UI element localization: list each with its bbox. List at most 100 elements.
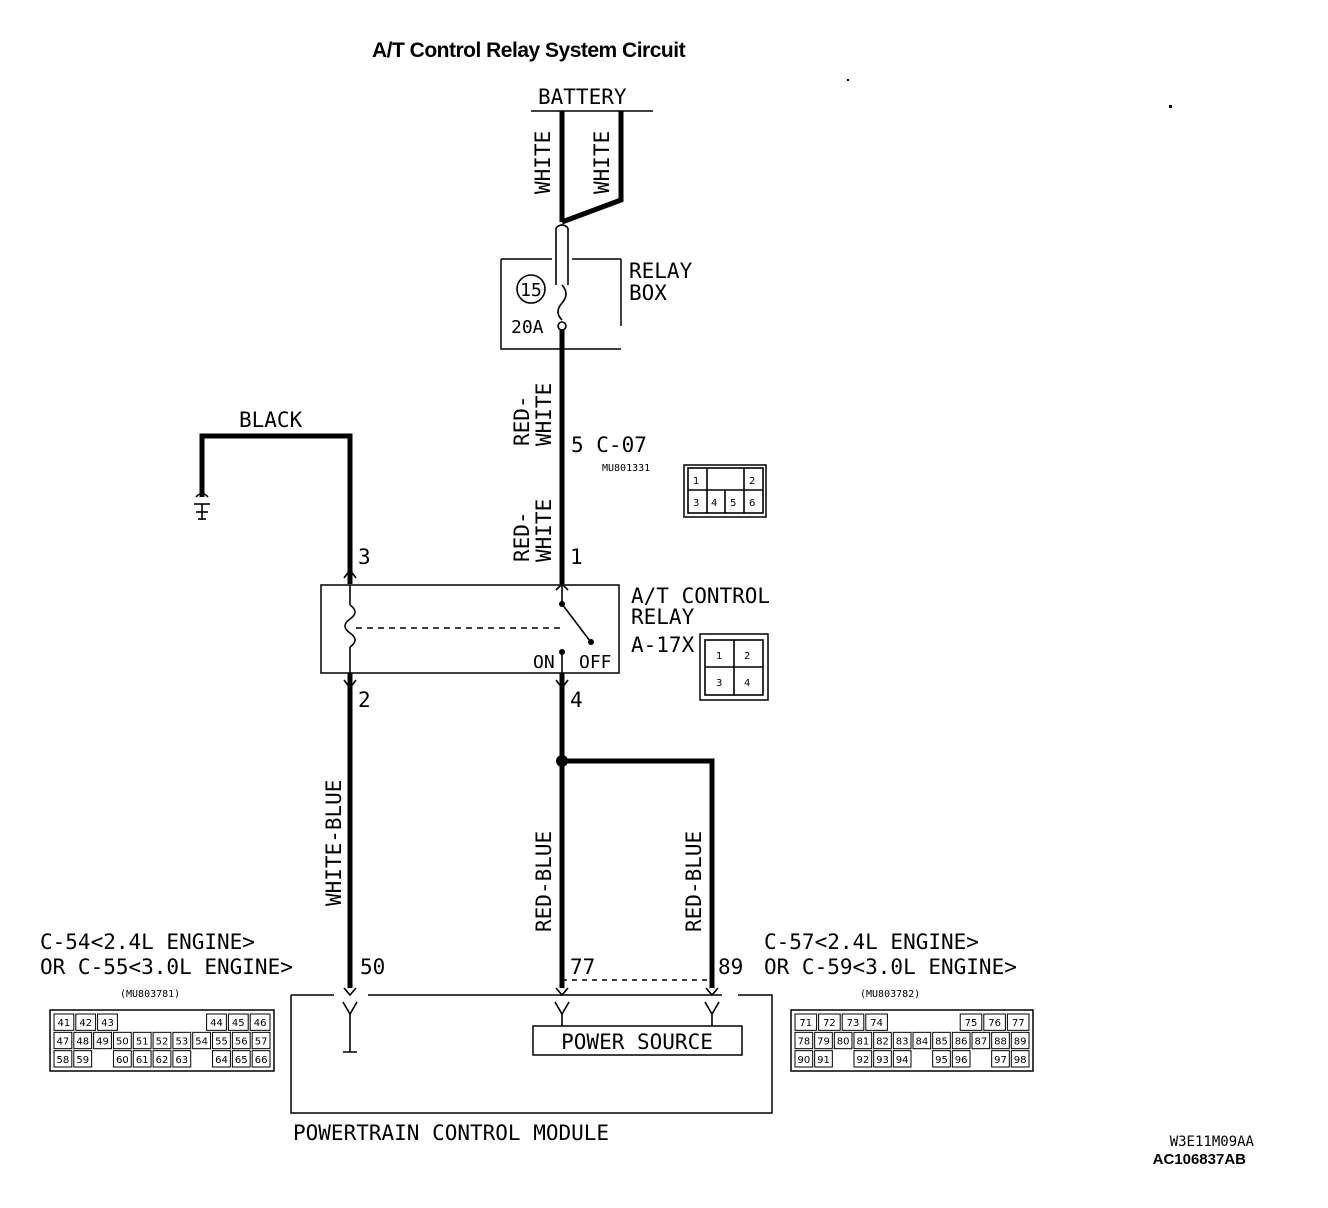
left-connector-pin-cell bbox=[212, 1031, 231, 1050]
power-source-box bbox=[532, 1025, 743, 1056]
battery-label: BATTERY bbox=[538, 85, 627, 109]
pcm-pin-77: 77 bbox=[570, 955, 595, 979]
right-connector-pin-cell bbox=[983, 1013, 1006, 1031]
white-wire-right-label: WHITE bbox=[590, 131, 614, 194]
right-connector-pin-cell bbox=[873, 1050, 892, 1068]
red-blue-left-label: RED-BLUE bbox=[532, 831, 556, 932]
relay-box-label-2: BOX bbox=[629, 281, 667, 305]
speck bbox=[1169, 105, 1172, 108]
red-white-label-upper-1: RED- bbox=[510, 395, 534, 446]
left-connector-pin-45: 45 bbox=[232, 1018, 245, 1029]
left-connector-pin-cell bbox=[231, 1031, 251, 1050]
right-connector-pin-cell bbox=[873, 1031, 892, 1050]
c07-pin: 2 bbox=[749, 476, 755, 487]
relay-pin-2: 2 bbox=[358, 688, 371, 712]
left-connector-pin-64: 64 bbox=[215, 1055, 228, 1066]
fuse-number: 15 bbox=[520, 280, 542, 301]
a17x-connector-face: 1 2 3 4 bbox=[699, 633, 769, 701]
right-connector-pin-84: 84 bbox=[915, 1037, 928, 1048]
terminal-arrow bbox=[555, 582, 569, 591]
relay-pin-3: 3 bbox=[358, 545, 371, 569]
a17x-pin: 2 bbox=[744, 651, 750, 662]
left-connector-pin-44: 44 bbox=[210, 1018, 223, 1029]
left-connector-pin-cell bbox=[192, 1031, 212, 1050]
right-connector-pin-80: 80 bbox=[837, 1037, 850, 1048]
right-connector-pin-cell bbox=[1010, 1031, 1030, 1050]
right-connector-pin-cell bbox=[865, 1013, 888, 1031]
right-connector-pin-76: 76 bbox=[988, 1018, 1001, 1029]
right-connector-pin-96: 96 bbox=[955, 1055, 968, 1066]
terminal-arrow bbox=[704, 1001, 720, 1026]
right-connector-pin-cell bbox=[892, 1050, 912, 1068]
left-connector-pin-59: 59 bbox=[76, 1055, 89, 1066]
speck bbox=[847, 79, 849, 81]
ground-icon bbox=[194, 492, 210, 520]
switch-off-label: OFF bbox=[579, 652, 612, 673]
right-connector-pin-82: 82 bbox=[876, 1037, 889, 1048]
left-connector-pin-cell bbox=[251, 1031, 271, 1050]
left-connector-label-1: C-54<2.4L ENGINE> bbox=[40, 930, 255, 954]
left-connector-pin-47: 47 bbox=[57, 1037, 70, 1048]
splice-point bbox=[556, 755, 568, 767]
switch-on-label: ON bbox=[533, 652, 555, 673]
figure-code: AC106837AB bbox=[1153, 1151, 1247, 1168]
relay-name-2: RELAY bbox=[631, 605, 695, 629]
terminal-arrow bbox=[343, 987, 719, 997]
relay-coil-icon bbox=[344, 604, 356, 648]
c07-pin: 3 bbox=[693, 498, 699, 509]
c07-pin: 4 bbox=[711, 498, 717, 509]
right-connector-pin-cell bbox=[932, 1031, 951, 1050]
left-connector-label-2: OR C-55<3.0L ENGINE> bbox=[40, 955, 293, 979]
right-connector-pin-cell bbox=[892, 1031, 912, 1050]
left-connector-pin-cell bbox=[132, 1050, 152, 1068]
left-connector-pin-cell bbox=[53, 1050, 73, 1068]
right-connector-pin-cell bbox=[951, 1050, 971, 1068]
right-connector-pin-cell bbox=[991, 1031, 1010, 1050]
right-connector-label-1: C-57<2.4L ENGINE> bbox=[764, 930, 979, 954]
right-connector-pin-cell bbox=[818, 1013, 841, 1031]
right-connector-pin-cell bbox=[814, 1050, 833, 1068]
left-connector-pin-51: 51 bbox=[136, 1037, 149, 1048]
white-wire-left-label: WHITE bbox=[531, 131, 555, 194]
left-connector-pin-cell bbox=[249, 1013, 271, 1031]
left-connector-pin-cell bbox=[231, 1050, 251, 1068]
pcm-box bbox=[290, 994, 773, 1114]
fuse-element bbox=[557, 284, 567, 321]
c07-connector-label: 5 C-07 bbox=[571, 433, 647, 457]
right-connector-pin-cell bbox=[959, 1013, 983, 1031]
switch-off-contact bbox=[588, 639, 594, 645]
white-wire-right bbox=[561, 111, 624, 225]
right-connector-pin-90: 90 bbox=[797, 1055, 810, 1066]
left-connector-pin-cell bbox=[172, 1050, 192, 1068]
left-connector-pin-50: 50 bbox=[116, 1037, 129, 1048]
left-connector-pin-46: 46 bbox=[254, 1018, 267, 1029]
right-connector-pin-cell bbox=[794, 1013, 818, 1031]
left-connector-pin-48: 48 bbox=[76, 1037, 89, 1048]
terminal-arrow bbox=[342, 1001, 358, 1053]
right-connector-pin-92: 92 bbox=[856, 1055, 869, 1066]
left-connector-pin-cell bbox=[73, 1050, 93, 1068]
left-connector-pin-41: 41 bbox=[58, 1018, 71, 1029]
c07-pin: 5 bbox=[730, 498, 736, 509]
left-connector-pin-cell bbox=[97, 1013, 118, 1031]
right-connector-pin-93: 93 bbox=[876, 1055, 889, 1066]
left-connector-part: (MU803781) bbox=[120, 989, 180, 1000]
relay-name-1: A/T CONTROL bbox=[631, 584, 770, 608]
right-connector-pin-cell bbox=[951, 1031, 971, 1050]
relay-connector-id: A-17X bbox=[631, 633, 695, 657]
left-connector-pin-49: 49 bbox=[96, 1037, 109, 1048]
red-blue-right-label: RED-BLUE bbox=[682, 831, 706, 932]
left-connector-pin-61: 61 bbox=[136, 1055, 149, 1066]
black-wire bbox=[199, 433, 353, 584]
right-connector-label-2: OR C-59<3.0L ENGINE> bbox=[764, 955, 1017, 979]
left-connector-pin-cell bbox=[93, 1031, 112, 1050]
a17x-pin: 4 bbox=[744, 678, 750, 689]
right-connector-pin-85: 85 bbox=[935, 1037, 948, 1048]
diagram-title: A/T Control Relay System Circuit bbox=[372, 39, 686, 62]
pcm-label: POWERTRAIN CONTROL MODULE bbox=[293, 1121, 609, 1145]
left-connector-pin-cell bbox=[53, 1013, 75, 1031]
left-connector-pin-55: 55 bbox=[215, 1037, 228, 1048]
right-connector-pin-cell bbox=[912, 1031, 932, 1050]
